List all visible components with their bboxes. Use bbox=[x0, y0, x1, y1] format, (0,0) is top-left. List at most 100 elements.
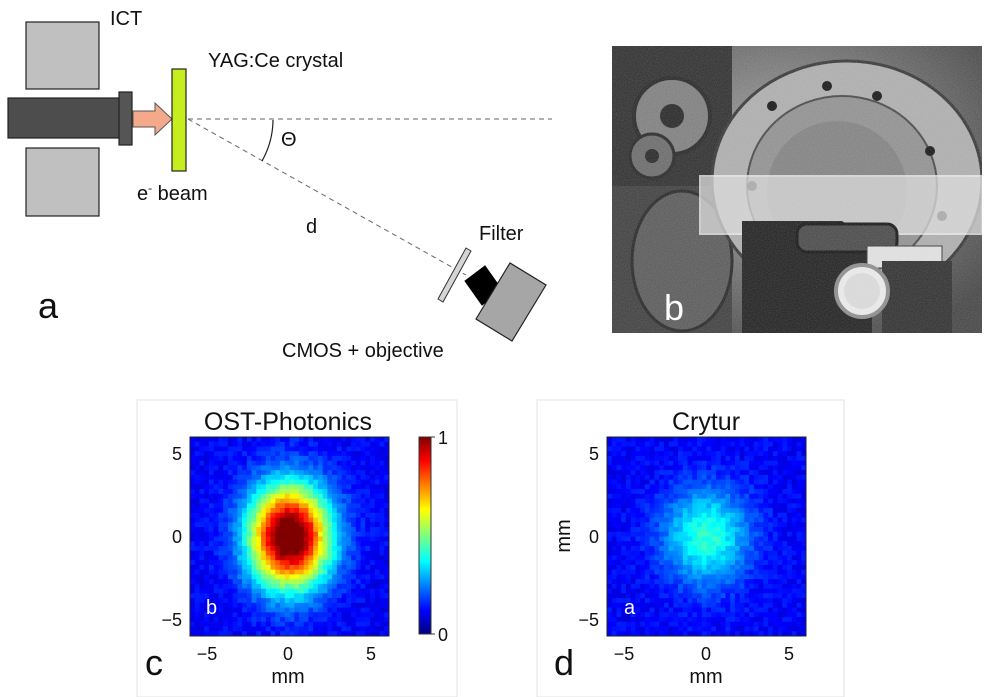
heatmap-c-cell bbox=[251, 579, 257, 585]
heatmap-d-cell bbox=[607, 564, 613, 571]
heatmap-d-cell bbox=[706, 512, 712, 518]
heatmap-d-cell bbox=[630, 522, 636, 528]
heatmap-c-cell bbox=[374, 455, 380, 462]
heatmap-d-cell bbox=[607, 626, 613, 632]
heatmap-d-cell bbox=[644, 560, 651, 566]
heatmap-c-cell bbox=[327, 560, 333, 566]
heatmap-c-cell bbox=[204, 621, 210, 627]
heatmap-c-cell bbox=[199, 541, 205, 547]
heatmap-d-cell bbox=[796, 626, 802, 632]
heatmap-d-cell bbox=[791, 527, 797, 533]
heatmap-d-cell bbox=[682, 560, 688, 566]
heatmap-c-cell bbox=[227, 612, 234, 618]
heatmap-c-cell bbox=[346, 631, 352, 637]
heatmap-d-cell bbox=[744, 583, 750, 590]
heatmap-d-cell bbox=[630, 593, 636, 599]
heatmap-d-cell bbox=[701, 536, 707, 542]
heatmap-c-cell bbox=[336, 489, 343, 495]
heatmap-d-cell bbox=[682, 460, 688, 466]
heatmap-c-cell bbox=[261, 522, 267, 528]
heatmap-d-cell bbox=[654, 470, 660, 476]
heatmap-c-cell bbox=[365, 579, 371, 585]
heatmap-c-cell bbox=[341, 493, 347, 499]
heatmap-d-cell bbox=[625, 631, 632, 637]
panel-letter-b: b bbox=[664, 287, 684, 328]
heatmap-d-cell bbox=[635, 569, 641, 575]
heatmap-d-cell bbox=[725, 631, 731, 637]
heatmap-d-cell bbox=[687, 621, 693, 627]
heatmap-c-cell bbox=[303, 598, 309, 604]
heatmap-c-cell bbox=[370, 593, 376, 599]
heatmap-d-cell bbox=[663, 560, 669, 566]
heatmap-d-cell bbox=[801, 617, 807, 623]
heatmap-c-cell bbox=[365, 474, 371, 481]
heatmap-c-cell bbox=[303, 588, 309, 594]
heatmap-d-cell bbox=[730, 617, 736, 623]
heatmap-c-cell bbox=[284, 612, 290, 618]
heatmap-c-cell bbox=[374, 441, 380, 447]
heatmap-d-cell bbox=[753, 517, 760, 523]
heatmap-c-cell bbox=[313, 588, 319, 594]
heatmap-d-cell bbox=[734, 612, 741, 618]
heatmap-c-cell bbox=[213, 593, 219, 599]
heatmap-d-cell bbox=[749, 555, 755, 561]
heatmap-d-cell bbox=[772, 536, 778, 542]
heatmap-d-cell bbox=[682, 465, 688, 471]
heatmap-c-cell bbox=[223, 583, 229, 590]
heatmap-c-cell bbox=[237, 441, 243, 447]
heatmap-c-cell bbox=[213, 465, 219, 471]
heatmap-c-cell bbox=[308, 446, 314, 452]
heatmap-d-cell bbox=[763, 493, 769, 499]
heatmap-c-cell bbox=[351, 541, 357, 547]
heatmap-c-cell bbox=[275, 512, 281, 518]
heatmap-c-cell bbox=[218, 522, 224, 528]
heatmap-d-cell bbox=[607, 446, 613, 452]
heatmap-d-cell bbox=[763, 617, 769, 623]
heatmap-d-cell bbox=[663, 545, 669, 552]
heatmap-d-cell bbox=[616, 560, 622, 566]
heatmap-d-cell bbox=[621, 446, 627, 452]
heatmap-c-cell bbox=[251, 555, 257, 561]
heatmap-d-cell bbox=[640, 574, 646, 580]
heatmap-c-cell bbox=[261, 626, 267, 632]
heatmap-c-cell bbox=[341, 508, 347, 514]
heatmap-c-cell bbox=[199, 560, 205, 566]
heatmap-c-cell bbox=[289, 617, 295, 623]
heatmap-d-cell bbox=[715, 541, 722, 547]
heatmap-c-cell bbox=[308, 617, 314, 623]
heatmap-c-cell bbox=[237, 498, 243, 504]
heatmap-d-cell bbox=[701, 470, 707, 476]
heatmap-d-cell bbox=[725, 612, 731, 618]
heatmap-c-cell bbox=[322, 522, 328, 528]
schematic-panel: ICT YAG:Ce crystal e- beam Θ d Filter CM… bbox=[7, 8, 552, 362]
heatmap-d-cell bbox=[753, 484, 760, 490]
heatmap-c-cell bbox=[204, 593, 210, 599]
heatmap-c-cell bbox=[242, 460, 248, 466]
heatmap-d-cell bbox=[730, 517, 736, 523]
heatmap-c-cell bbox=[289, 579, 295, 585]
heatmap-d-cell bbox=[654, 560, 660, 566]
heatmap-d-cell bbox=[801, 602, 807, 608]
heatmap-c-cell bbox=[246, 598, 252, 604]
heatmap-d-cell bbox=[640, 555, 646, 561]
heatmap-c-cell bbox=[246, 522, 252, 528]
heatmap-c-cell bbox=[360, 498, 366, 504]
heatmap-c-cell bbox=[190, 484, 196, 490]
heatmap-c-cell bbox=[194, 474, 200, 481]
heatmap-c-cell bbox=[261, 536, 267, 542]
heatmap-c-cell bbox=[246, 574, 252, 580]
heatmap-c-cell bbox=[365, 493, 371, 499]
heatmap-c-cell bbox=[308, 508, 314, 514]
heatmap-c-cell bbox=[289, 612, 295, 618]
heatmap-d-cell bbox=[753, 545, 760, 552]
heatmap-d-cell bbox=[659, 621, 665, 627]
heatmap-c-cell bbox=[313, 460, 319, 466]
heatmap-d-cell bbox=[663, 527, 669, 533]
heatmap-d-cell bbox=[739, 631, 745, 637]
heatmap-c-cell bbox=[204, 536, 210, 542]
heatmap-c-cell bbox=[360, 617, 366, 623]
heatmap-d-cell bbox=[791, 531, 797, 537]
heatmap-c-cell bbox=[384, 470, 390, 476]
heatmap-c-cell bbox=[232, 588, 238, 594]
heatmap-d-cell bbox=[787, 536, 793, 542]
